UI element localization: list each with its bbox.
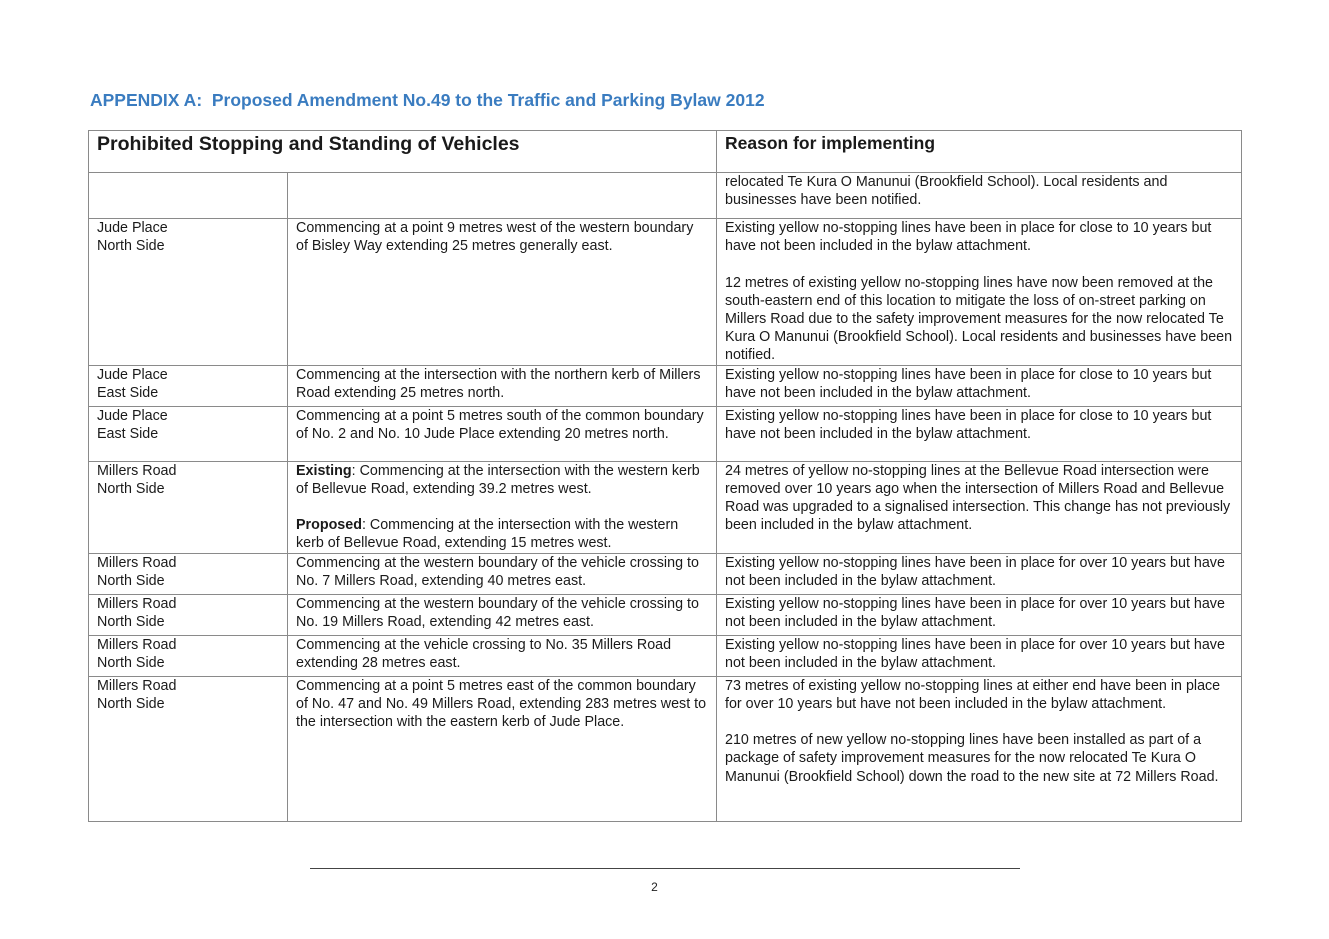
reason-cell: Existing yellow no-stopping lines have b… (716, 218, 1242, 366)
restriction-description-cell: Existing: Commencing at the intersection… (287, 460, 717, 554)
street-side: East Side (97, 384, 159, 401)
street-name: Jude Place (97, 220, 168, 236)
description-paragraph: Proposed: Commencing at the intersection… (296, 516, 708, 552)
description-label: Proposed (296, 517, 362, 534)
header-prohibited-stopping: Prohibited Stopping and Standing of Vehi… (88, 130, 717, 173)
reason-paragraph: relocated Te Kura O Manunui (Brookfield … (725, 174, 1168, 209)
reason-paragraph: Existing yellow no-stopping lines have b… (725, 366, 1212, 401)
location-cell (88, 172, 288, 219)
street-side: North Side (97, 613, 165, 630)
paragraph-gap (296, 498, 708, 516)
restriction-description-cell: Commencing at the western boundary of th… (287, 593, 717, 636)
street-name: Millers Road (97, 636, 177, 653)
restriction-description-cell: Commencing at a point 9 metres west of t… (287, 218, 717, 366)
table-header-row: Prohibited Stopping and Standing of Vehi… (88, 130, 1242, 173)
restriction-description-cell: Commencing at the western boundary of th… (287, 552, 717, 595)
reason-cell: Existing yellow no-stopping lines have b… (716, 634, 1242, 677)
reason-cell: 73 metres of existing yellow no-stopping… (716, 675, 1242, 822)
reason-cell: Existing yellow no-stopping lines have b… (716, 552, 1242, 595)
street-side: North Side (97, 654, 165, 671)
description-paragraph: Commencing at the western boundary of th… (296, 554, 708, 590)
description-text: Commencing at the vehicle crossing to No… (296, 636, 672, 671)
street-name: Jude Place (97, 366, 168, 383)
header-reason: Reason for implementing (716, 130, 1242, 173)
reason-cell: relocated Te Kura O Manunui (Brookfield … (716, 172, 1242, 219)
street-side: East Side (97, 425, 159, 442)
description-text: : Commencing at the intersection with th… (296, 517, 679, 552)
description-text: Commencing at a point 9 metres west of t… (296, 220, 694, 255)
street-name: Millers Road (97, 554, 177, 571)
reason-paragraph: Existing yellow no-stopping lines have b… (725, 636, 1225, 671)
reason-cell: Existing yellow no-stopping lines have b… (716, 364, 1242, 407)
paragraph-gap (725, 713, 1233, 731)
street-side: North Side (97, 238, 165, 255)
reason-paragraph: 12 metres of existing yellow no-stopping… (725, 274, 1233, 364)
footer-rule (310, 868, 1020, 869)
reason-paragraph: 24 metres of yellow no-stopping lines at… (725, 462, 1231, 534)
description-text: Commencing at a point 5 metres east of t… (296, 677, 707, 731)
bylaw-amendment-table: Prohibited Stopping and Standing of Vehi… (88, 130, 1242, 822)
table-body: relocated Te Kura O Manunui (Brookfield … (88, 172, 1242, 822)
restriction-description-cell: Commencing at the vehicle crossing to No… (287, 634, 717, 677)
description-paragraph: Commencing at the intersection with the … (296, 366, 708, 402)
street-side: North Side (97, 480, 165, 497)
description-paragraph: Existing: Commencing at the intersection… (296, 462, 708, 498)
street-side: North Side (97, 695, 165, 712)
street-name: Millers Road (97, 677, 177, 694)
page-number: 2 (651, 880, 658, 894)
street-name: Jude Place (97, 407, 168, 424)
reason-cell: Existing yellow no-stopping lines have b… (716, 405, 1242, 462)
description-text: : Commencing at the intersection with th… (296, 462, 700, 497)
reason-paragraph: 73 metres of existing yellow no-stopping… (725, 677, 1221, 712)
appendix-title: APPENDIX A: Proposed Amendment No.49 to … (90, 90, 765, 110)
description-text: Commencing at the western boundary of th… (296, 595, 699, 630)
restriction-description-cell: Commencing at a point 5 metres south of … (287, 405, 717, 462)
restriction-description-cell: Commencing at a point 5 metres east of t… (287, 675, 717, 822)
description-paragraph: Commencing at a point 5 metres east of t… (296, 677, 708, 732)
street-name: Millers Road (97, 595, 177, 612)
description-paragraph: Commencing at a point 9 metres west of t… (296, 219, 708, 255)
reason-paragraph: Existing yellow no-stopping lines have b… (725, 407, 1212, 442)
table-row: relocated Te Kura O Manunui (Brookfield … (88, 172, 1242, 219)
reason-paragraph: 210 metres of new yellow no-stopping lin… (725, 732, 1219, 785)
street-side: North Side (97, 572, 165, 589)
reason-paragraph: Existing yellow no-stopping lines have b… (725, 220, 1212, 255)
description-label: Existing (296, 462, 352, 479)
description-text: Commencing at the western boundary of th… (296, 554, 699, 589)
description-paragraph: Commencing at a point 5 metres south of … (296, 407, 708, 443)
restriction-description-cell: Commencing at the intersection with the … (287, 364, 717, 407)
description-paragraph: Commencing at the western boundary of th… (296, 595, 708, 631)
description-text: Commencing at the intersection with the … (296, 366, 701, 401)
description-text: Commencing at a point 5 metres south of … (296, 407, 704, 442)
paragraph-gap (725, 255, 1233, 273)
reason-cell: Existing yellow no-stopping lines have b… (716, 593, 1242, 636)
restriction-description-cell (287, 172, 717, 219)
street-name: Millers Road (97, 462, 177, 479)
reason-paragraph: Existing yellow no-stopping lines have b… (725, 554, 1225, 589)
reason-paragraph: Existing yellow no-stopping lines have b… (725, 595, 1225, 630)
description-paragraph: Commencing at the vehicle crossing to No… (296, 636, 708, 672)
reason-cell: 24 metres of yellow no-stopping lines at… (716, 460, 1242, 554)
